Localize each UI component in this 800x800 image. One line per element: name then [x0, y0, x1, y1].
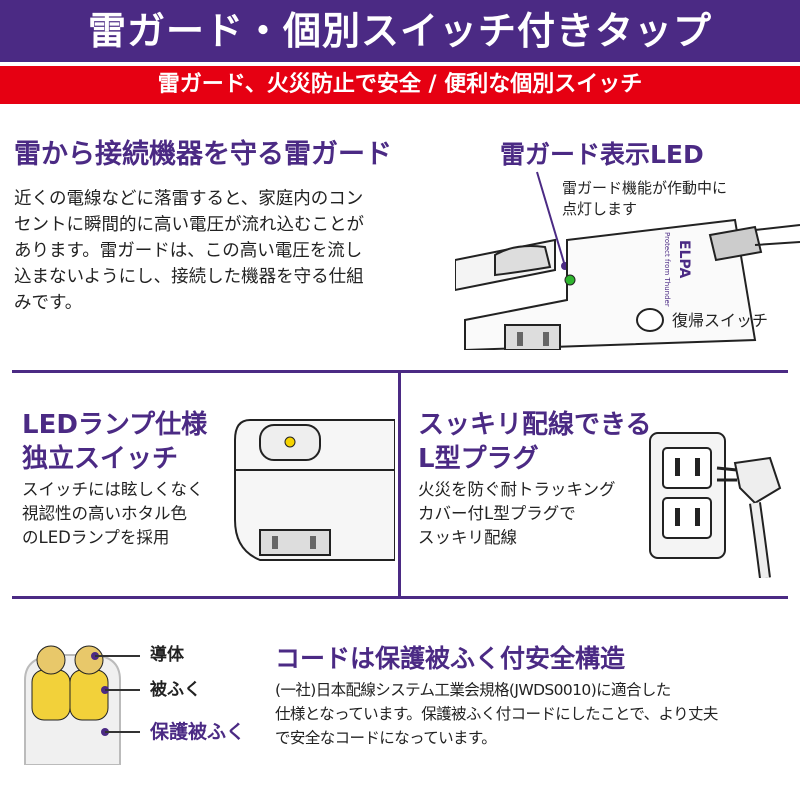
text-line: のLEDランプを採用: [22, 528, 170, 547]
text-line: 火災を防ぐ耐トラッキング: [418, 480, 616, 499]
divider: [398, 373, 401, 598]
divider: [12, 596, 788, 599]
text-line: 近くの電線などに落雷すると、家庭内のコン: [14, 189, 364, 209]
section2-body: スイッチには眩しくなく 視認性の高いホタル色 のLEDランプを採用: [22, 478, 204, 550]
section1-heading: 雷から接続機器を守る雷ガード: [14, 139, 392, 170]
label-protective-sheath: 保護被ふく: [150, 721, 246, 743]
label-insulation: 被ふく: [150, 680, 201, 700]
text-line: 独立スイッチ: [22, 444, 179, 474]
section2-heading: LEDランプ仕様 独立スイッチ: [22, 408, 207, 476]
section4-heading: コードは保護被ふく付安全構造: [275, 644, 626, 673]
text-line: で安全なコードになっています。: [275, 729, 497, 747]
divider: [12, 370, 788, 373]
switch-illustration: [234, 419, 395, 561]
subtitle-band: 雷ガード、火災防止で安全 / 便利な個別スイッチ: [0, 66, 800, 104]
text-line: セントに瞬間的に高い電圧が流れ込むことが: [14, 215, 364, 235]
text-line: スイッチには眩しくなく: [22, 480, 204, 499]
page-title: 雷ガード・個別スイッチ付きタップ: [0, 0, 800, 62]
reset-switch: [636, 308, 664, 332]
led-note: 雷ガード機能が作動中に 点灯します: [562, 178, 727, 220]
brand-tagline: Protect from Thunder: [663, 232, 671, 307]
section3-heading: スッキリ配線できる L型プラグ: [418, 408, 651, 476]
text-line: 点灯します: [562, 200, 638, 218]
text-line: スッキリ配線できる: [418, 410, 652, 440]
label-conductor: 導体: [150, 645, 184, 665]
reset-switch-label: 復帰スイッチ: [672, 311, 769, 330]
text-line: 雷ガード機能が作動中に: [562, 179, 728, 197]
text-line: みです。: [14, 293, 83, 313]
power-strip-illustration: ELPA Protect from Thunder: [455, 171, 800, 350]
brand-logo: ELPA: [676, 240, 692, 278]
text-line: 仕様となっています。保護被ふく付コードにしたことで、より丈夫: [275, 705, 718, 723]
text-line: スッキリ配線: [418, 528, 517, 547]
cable-cross-section: [24, 645, 140, 765]
led-heading: 雷ガード表示LED: [500, 140, 704, 169]
l-plug-illustration: [649, 432, 782, 578]
text-line: LEDランプ仕様: [22, 410, 208, 440]
text-line: 視認性の高いホタル色: [22, 504, 187, 523]
text-line: 込まないようにし、接続した機器を守る仕組: [14, 267, 364, 287]
section4-body: (一社)日本配線システム工業会規格(JWDS0010)に適合した 仕様となってい…: [275, 678, 718, 750]
text-line: (一社)日本配線システム工業会規格(JWDS0010)に適合した: [275, 681, 671, 699]
text-line: L型プラグ: [418, 444, 539, 474]
text-line: カバー付L型プラグで: [418, 504, 576, 523]
section1-body: 近くの電線などに落雷すると、家庭内のコン セントに瞬間的に高い電圧が流れ込むこと…: [14, 186, 364, 316]
text-line: あります。雷ガードは、この高い電圧を流し: [14, 241, 363, 261]
section3-body: 火災を防ぐ耐トラッキング カバー付L型プラグで スッキリ配線: [418, 478, 616, 550]
